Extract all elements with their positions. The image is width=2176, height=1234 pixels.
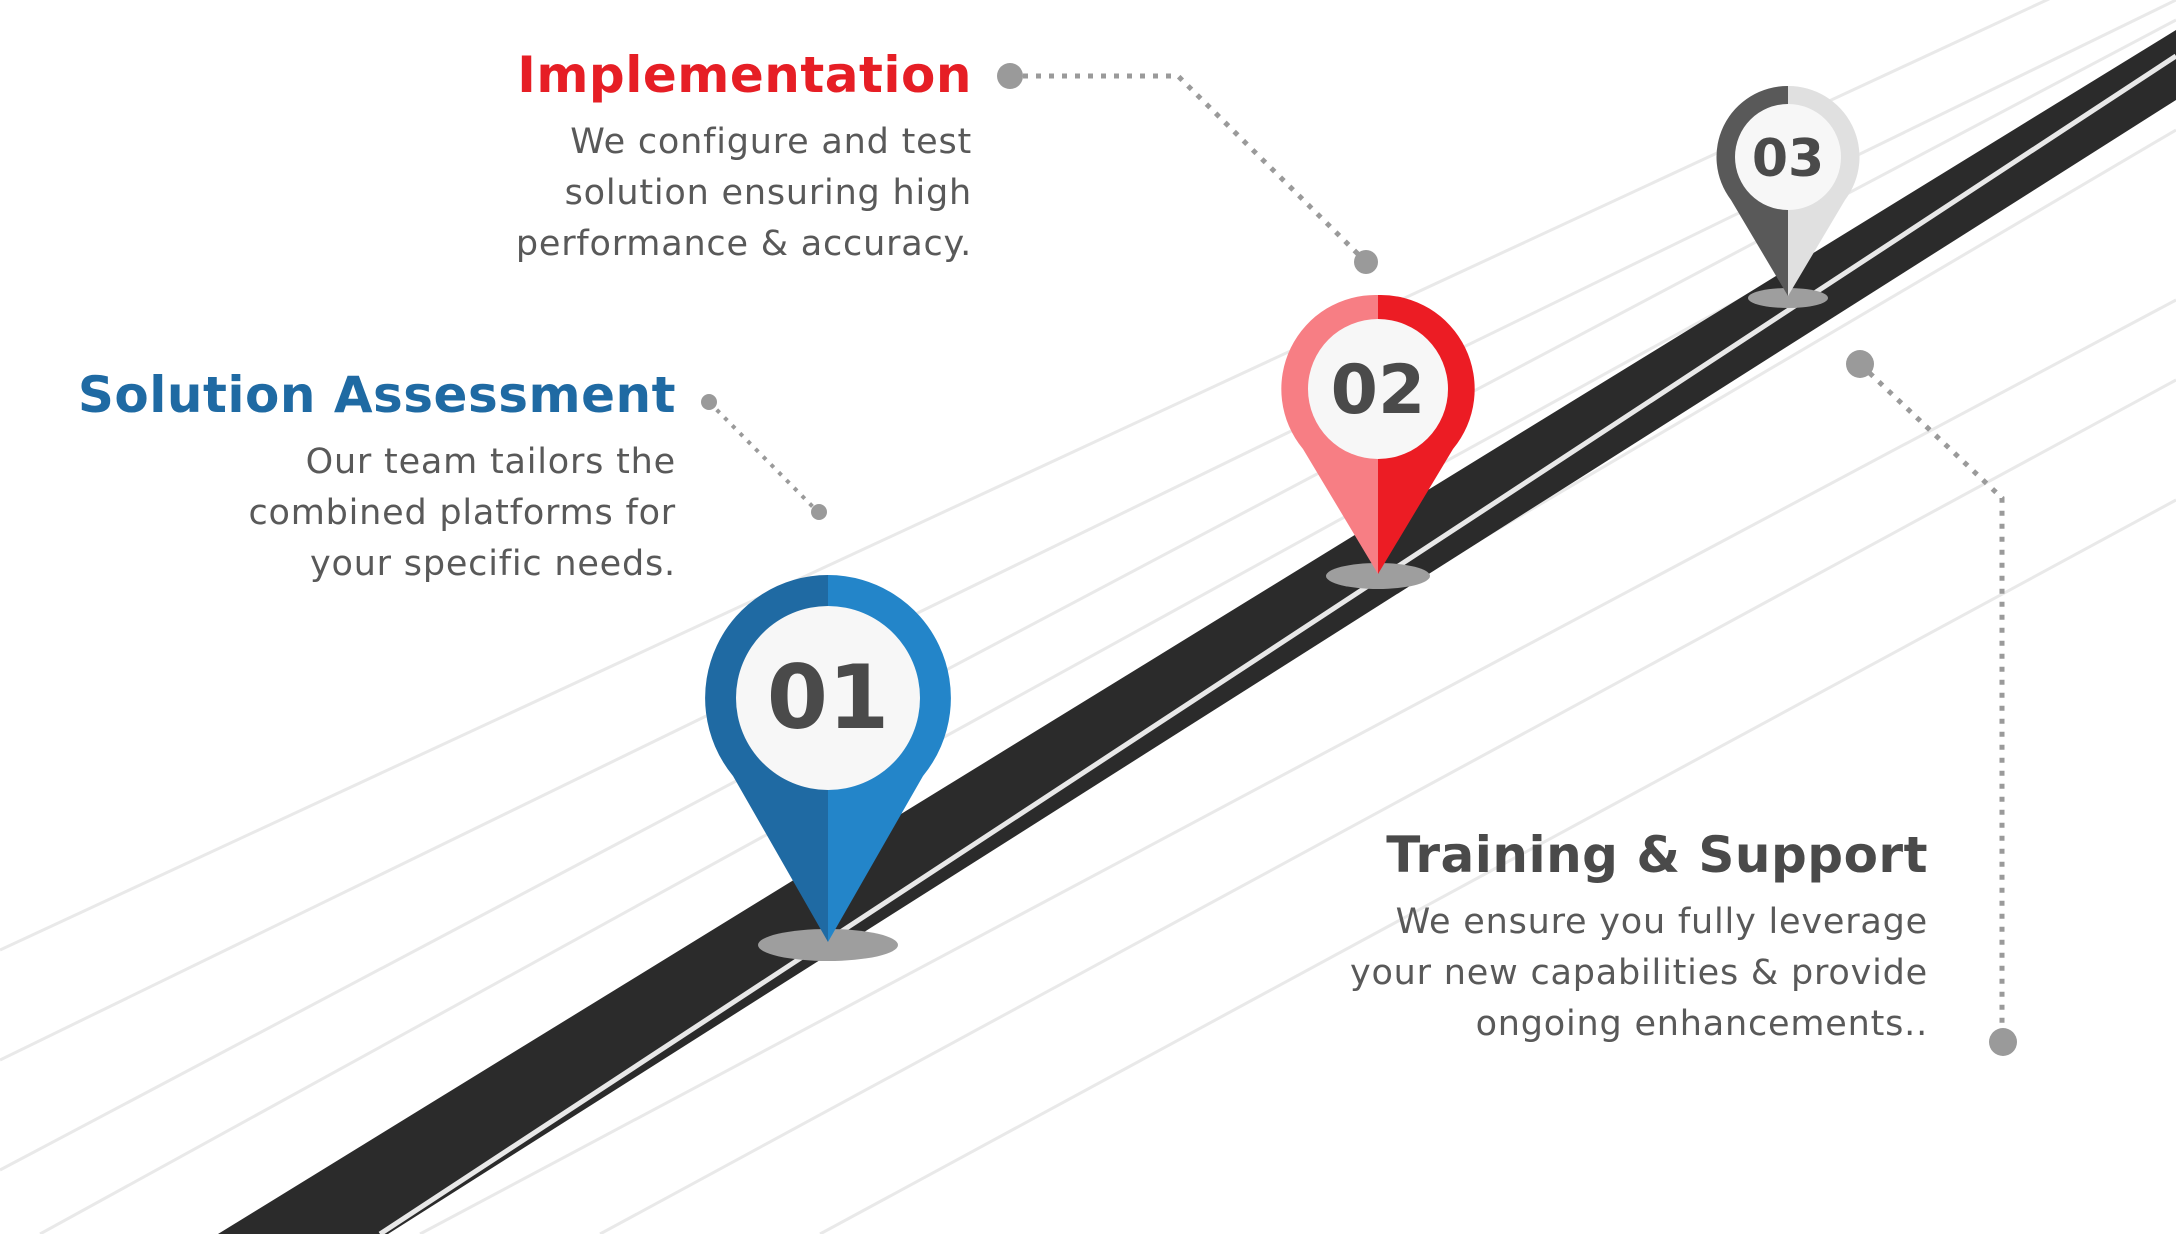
description-line: solution ensuring high	[564, 173, 972, 213]
step-title: Solution Assessment	[77, 366, 676, 424]
pin-02-number: 02	[1331, 351, 1426, 430]
step-description: We ensure you fully leverage your new ca…	[1028, 897, 1928, 1050]
description-line: Our team tailors the	[305, 442, 676, 482]
step-title: Implementation	[517, 46, 972, 104]
pin-shadows	[758, 288, 1828, 961]
pin-02-icon	[1281, 294, 1475, 574]
description-line: We ensure you fully leverage	[1395, 902, 1928, 942]
road	[218, 30, 2176, 1234]
pin-01-icon	[705, 575, 951, 942]
connectors	[701, 63, 2017, 1056]
pin-03-icon	[1716, 85, 1860, 296]
step-solution-assessment: Solution Assessment Our team tailors the…	[0, 368, 676, 590]
description-line: performance & accuracy.	[515, 224, 972, 264]
step-description: Our team tailors the combined platforms …	[0, 437, 676, 590]
road-center-line	[378, 53, 2176, 1234]
pin-01-number: 01	[767, 646, 889, 749]
description-line: your new capabilities & provide	[1349, 953, 1928, 993]
step-implementation: Implementation We configure and test sol…	[212, 48, 972, 270]
step-title: Training & Support	[1386, 826, 1928, 884]
step-description: We configure and test solution ensuring …	[212, 117, 972, 270]
description-line: your specific needs.	[309, 544, 676, 584]
description-line: combined platforms for	[248, 493, 676, 533]
step-training-support: Training & Support We ensure you fully l…	[1028, 828, 1928, 1050]
description-line: We configure and test	[570, 122, 972, 162]
pin-03-number: 03	[1752, 129, 1824, 189]
description-line: ongoing enhancements..	[1475, 1004, 1928, 1044]
